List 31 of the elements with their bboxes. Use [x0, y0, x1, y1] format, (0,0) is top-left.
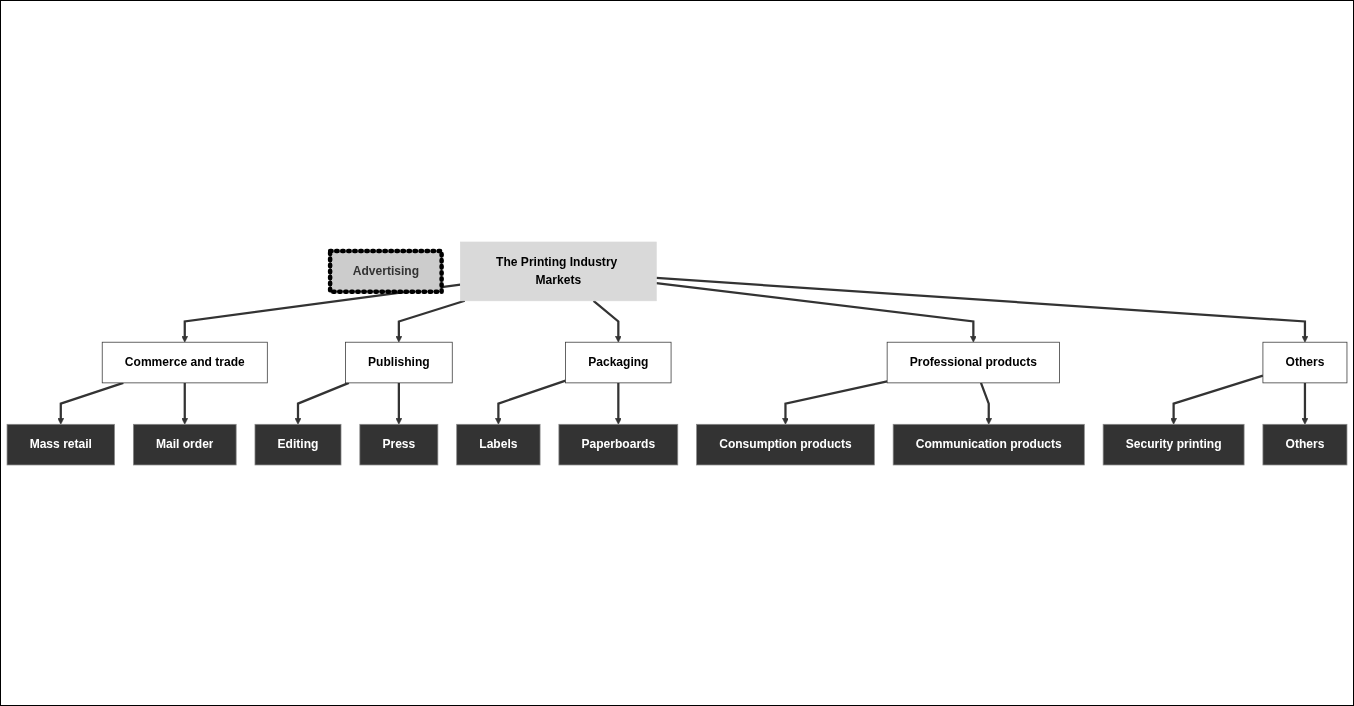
arrow: [57, 381, 124, 425]
node-box: Communication products: [892, 423, 1085, 465]
arrow: [395, 299, 466, 342]
node-box: Labels: [456, 423, 541, 465]
node-box: Paperboards: [558, 423, 679, 465]
arrow: [294, 381, 350, 425]
node-box: Professional products: [886, 341, 1060, 383]
node-box: Publishing: [345, 341, 453, 383]
arrow: [592, 299, 622, 342]
arrow: [656, 281, 977, 342]
arrow: [656, 276, 1309, 342]
arrow: [395, 382, 403, 425]
node-box: Commerce and trade: [101, 341, 268, 383]
arrow: [1170, 374, 1264, 425]
node-box: Mass retail: [6, 423, 115, 465]
arrow: [181, 382, 189, 425]
node-box: Advertising: [327, 248, 444, 294]
arrow: [615, 382, 622, 425]
arrow: [782, 379, 888, 425]
arrow: [979, 382, 993, 425]
node-box: Editing: [254, 423, 342, 465]
node-box: The Printing Industry Markets: [460, 241, 657, 301]
arrow: [1301, 382, 1309, 425]
node-box: Packaging: [565, 341, 672, 383]
node-box: Others: [1262, 341, 1348, 383]
node-box: Consumption products: [696, 423, 875, 465]
arrow: [495, 379, 566, 425]
node-box: Press: [359, 423, 439, 465]
node-box: Others: [1262, 423, 1348, 465]
node-box: Security printing: [1102, 423, 1245, 465]
node-box: Mail order: [133, 423, 237, 465]
